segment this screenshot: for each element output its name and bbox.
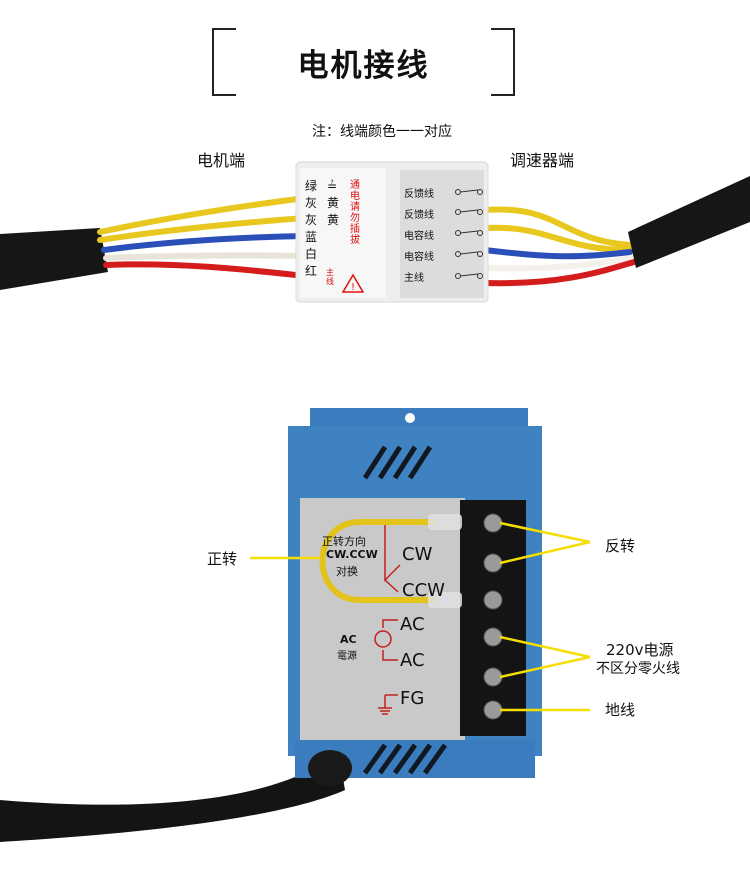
forward-annotation: 正转 — [207, 550, 238, 568]
wire-yellow-1 — [97, 195, 308, 235]
jumper-wire — [319, 519, 435, 603]
jumper-sleeve-1 — [428, 514, 462, 530]
wire-yellow-r1 — [482, 206, 633, 248]
tag-color: 绿 — [305, 179, 318, 193]
vent-top — [362, 445, 433, 480]
tag-color: 白 — [305, 247, 318, 261]
wire-red-r — [482, 259, 637, 287]
tag-color: 灰 — [305, 213, 318, 227]
controller-cable — [628, 176, 750, 268]
bracket-right — [491, 28, 515, 96]
controller-end-label: 调速器端 — [510, 151, 575, 170]
tag-color: 黄 — [327, 196, 340, 210]
direction-text: 正转方向 — [322, 535, 366, 548]
jumper-sleeve-2 — [428, 592, 462, 608]
tag-line: 反馈线 — [404, 189, 434, 200]
power-cable — [0, 760, 345, 842]
cable-gland — [308, 750, 352, 786]
bracket-left — [212, 28, 236, 96]
ac-symbol-icon — [374, 630, 392, 648]
ground-annotation: 地线 — [605, 701, 636, 719]
page-title: 电机接线 — [297, 48, 430, 84]
tag-color: 蓝 — [305, 230, 318, 244]
reverse-pointer-1 — [499, 521, 591, 544]
wire-white-r — [482, 255, 635, 272]
ccw-label: CCW — [402, 580, 445, 601]
ground-icon — [378, 694, 398, 715]
power-annotation-sub: 不区分零火线 — [596, 661, 680, 677]
color-note: 注：线端颜色一一对应 — [312, 124, 452, 140]
warning-icon — [341, 273, 365, 293]
warning-text: 通电请勿插拔 — [350, 180, 360, 246]
reverse-pointer-2 — [499, 540, 591, 565]
vent-bottom — [362, 743, 448, 775]
cw-label: CW — [402, 544, 433, 565]
tag-line: 电容线 — [404, 252, 434, 263]
motor-tag-colors-2: ≟ 黄 黄 — [327, 178, 343, 229]
power-pointer-2 — [499, 655, 591, 679]
swap-text: 对换 — [336, 565, 358, 578]
motor-tag — [300, 168, 386, 298]
svg-text:!: ! — [351, 282, 355, 293]
power-pointer-1 — [499, 635, 591, 659]
tag-line: 电容线 — [404, 231, 434, 242]
tag-color: 灰 — [305, 196, 318, 210]
tag-color: 黄 — [327, 213, 340, 227]
power-annotation: 220v电源 — [606, 641, 674, 659]
tag-line: 主线 — [404, 273, 424, 284]
ac-power-sub: 電源 — [337, 651, 357, 662]
mount-hole — [405, 413, 415, 423]
tag-line: 反馈线 — [404, 210, 434, 221]
tag-color: ≟ — [327, 179, 338, 193]
wire-yellow-2 — [97, 215, 308, 243]
housing-top — [310, 408, 528, 428]
motor-cable — [0, 228, 108, 290]
tag-color: 红 — [305, 264, 318, 278]
motor-end-label: 电机端 — [197, 151, 246, 170]
fg-label: FG — [400, 688, 425, 709]
wire-white — [103, 252, 308, 261]
page-title-frame: 电机接线 — [212, 28, 515, 96]
controller-tag-labels: 反馈线 反馈线 电容线 电容线 主线 — [404, 184, 434, 289]
terminal-block — [460, 500, 526, 736]
main-line-label: 主线 — [326, 268, 334, 286]
direction-sub: CW.CCW — [326, 548, 378, 561]
wire-blue — [101, 233, 308, 253]
reverse-annotation: 反转 — [605, 537, 636, 555]
motor-tag-colors: 绿 灰 灰 蓝 白 红 — [305, 178, 321, 280]
ac-label-2: AC — [400, 650, 425, 671]
wire-blue-r — [482, 247, 633, 260]
ac-label-1: AC — [400, 614, 425, 635]
ac-power-label: AC — [340, 633, 357, 646]
wire-red — [103, 261, 308, 279]
wire-yellow-r2 — [482, 224, 633, 253]
